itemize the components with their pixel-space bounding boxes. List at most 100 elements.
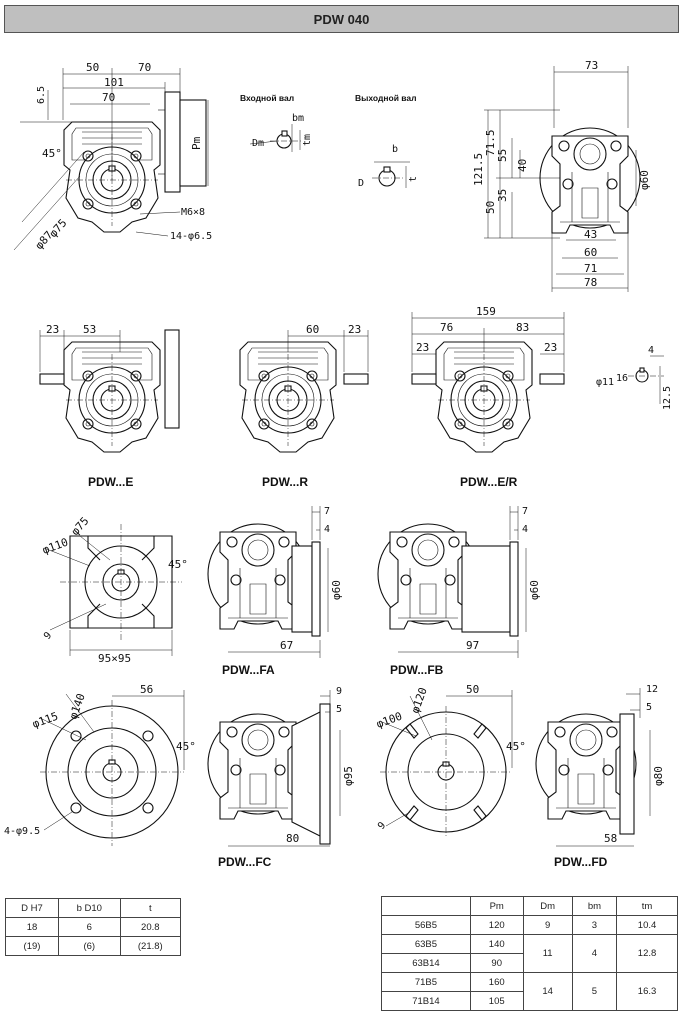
dim-159: 159: [476, 305, 496, 318]
dim-121-5: 121.5: [472, 153, 485, 186]
table-header: Dm: [522, 896, 573, 916]
dim-key-d11: φ11: [596, 377, 614, 388]
table-cell: 140: [469, 934, 524, 954]
dim-9: 9: [336, 686, 342, 697]
title-bar: PDW 040: [4, 5, 679, 33]
fd-flange-view: 50 φ120 φ100 45° 9: [375, 683, 526, 838]
table-row: 63B5 140 11 4 12.8: [381, 934, 678, 973]
input-flange-table: Pm Dm bm tm 56B5 120 9 3 10.4 63B5 140 1…: [381, 896, 678, 1011]
table-cell: 160: [469, 972, 524, 992]
table-cell: 12.8: [616, 934, 678, 973]
dim-d75: φ75: [69, 515, 92, 538]
key-detail: 4 φ11 16 12.5: [596, 345, 673, 410]
dim-12: 12: [646, 684, 658, 695]
table-header: D H7: [5, 898, 59, 918]
table-cell: 16.3: [616, 972, 678, 1011]
input-dm-label: Dm: [252, 138, 264, 149]
variant-r: 60 23 PDW...R: [239, 323, 369, 489]
table-header: Pm: [469, 896, 524, 916]
table-cell: 11: [522, 934, 573, 973]
variant-fd: 12 5 φ80 58 PDW...FD: [535, 684, 665, 869]
dim-14-holes: 14-φ6.5: [170, 231, 212, 242]
main-side-view: 73 121.5 71.5 55 40 50 35 φ60 43 60 71 7…: [472, 59, 651, 292]
table-cell: (21.8): [119, 936, 182, 956]
dim-70b: 70: [102, 91, 115, 104]
input-shaft-section: Входной вал Dm bm tm: [240, 93, 313, 152]
output-shaft-label: Выходной вал: [355, 93, 417, 103]
dim-71: 71: [584, 262, 597, 275]
dim-73: 73: [585, 59, 598, 72]
dim-key-4: 4: [648, 345, 654, 356]
dim-67: 67: [280, 639, 293, 652]
dim-60: 60: [584, 246, 597, 259]
dim-71-5: 71.5: [484, 130, 497, 157]
variant-er: 159 76 83 23 23 PDW...E/R: [411, 305, 565, 489]
dim-50: 50: [484, 201, 497, 214]
dim-d120: φ120: [409, 686, 430, 715]
table-cell: (6): [57, 936, 121, 956]
dim-pm: Pm: [190, 136, 203, 150]
dim-m6x8: M6×8: [181, 207, 205, 218]
input-bm-label: bm: [292, 113, 304, 124]
dim-53: 53: [83, 323, 96, 336]
dim-60: 60: [306, 323, 319, 336]
dim-83: 83: [516, 321, 529, 334]
table-header: t: [119, 898, 182, 918]
table-cell: 9: [522, 915, 573, 935]
dim-7: 7: [324, 506, 330, 517]
dim-45deg: 45°: [176, 740, 196, 753]
table-row: 71B14 105: [381, 991, 678, 1011]
table-row: 71B5 160 14 5 16.3: [381, 972, 678, 1011]
table-cell: 4: [571, 934, 618, 973]
table-cell: 5: [571, 972, 618, 1011]
table-cell: 6: [57, 917, 121, 937]
dim-45deg: 45°: [42, 147, 62, 160]
variant-label-fc: PDW...FC: [218, 855, 272, 869]
dim-9: 9: [42, 630, 54, 642]
dim-23: 23: [348, 323, 361, 336]
dim-97: 97: [466, 639, 479, 652]
output-t-label: t: [408, 176, 419, 182]
dim-76: 76: [440, 321, 453, 334]
table-row: 56B5 120 9 3 10.4: [381, 915, 678, 935]
table-cell: 90: [469, 953, 524, 973]
dim-23: 23: [46, 323, 59, 336]
fc-flange-view: 56 φ140 φ115 45° 4-φ9.5: [4, 683, 196, 846]
dim-d115: φ115: [31, 710, 60, 731]
variant-label-er: PDW...E/R: [460, 475, 518, 489]
variant-fa: 7 4 φ60 67 PDW...FA: [207, 506, 343, 677]
variant-fb: 7 4 φ60 97 PDW...FB: [377, 506, 541, 677]
table-cell: 105: [469, 991, 524, 1011]
dim-4: 4: [522, 524, 528, 535]
table-cell: 18: [5, 917, 59, 937]
table-cell: 3: [571, 915, 618, 935]
dim-d110: φ110: [41, 536, 70, 557]
variant-e: 23 53 PDW...E: [39, 323, 180, 489]
table-header: tm: [616, 896, 678, 916]
dim-50: 50: [466, 683, 479, 696]
dim-43: 43: [584, 228, 597, 241]
dim-95x95: 95×95: [98, 652, 131, 665]
dim-d60: φ60: [330, 580, 343, 600]
output-b-label: b: [392, 144, 398, 155]
dim-4: 4: [324, 524, 330, 535]
page-title: PDW 040: [313, 11, 370, 27]
input-tm-label: tm: [302, 134, 313, 146]
dim-78: 78: [584, 276, 597, 289]
dim-7: 7: [522, 506, 528, 517]
dim-45deg: 45°: [506, 740, 526, 753]
dim-4-holes: 4-φ9.5: [4, 826, 40, 837]
technical-drawing: 50 70 101 70 6.5 Pm 45° M6×8 14-φ6.5 φ75…: [4, 59, 673, 869]
table-row: (19) (6) (21.8): [5, 936, 182, 956]
variant-fc: 9 5 φ95 80 PDW...FC: [207, 686, 355, 869]
table-header-row: Pm Dm bm tm: [381, 896, 678, 916]
dim-50: 50: [86, 61, 99, 74]
table-cell: 71B5: [381, 972, 471, 992]
input-shaft-label: Входной вал: [240, 93, 294, 103]
dim-45deg: 45°: [168, 558, 188, 571]
dim-d95: φ95: [342, 766, 355, 786]
dim-101: 101: [104, 76, 124, 89]
dim-d140: φ140: [67, 692, 88, 721]
table-cell: 71B14: [381, 991, 471, 1011]
dim-key-16: 16: [616, 373, 628, 384]
